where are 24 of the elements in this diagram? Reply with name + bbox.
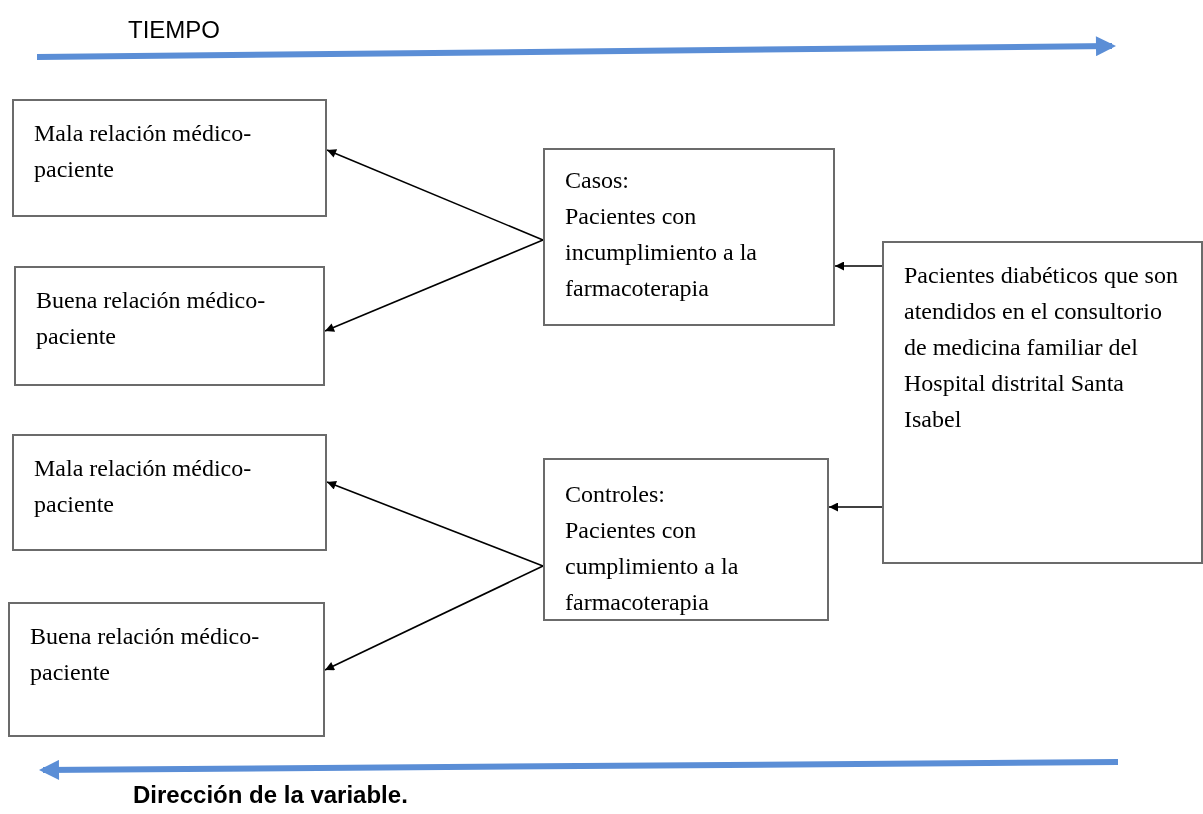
arrow xyxy=(834,261,883,271)
arrow xyxy=(324,565,544,671)
box-text: Mala relación médico-paciente xyxy=(34,119,253,184)
text-box xyxy=(543,148,835,326)
box-text: Pacientes con cumplimiento a la farmacoterapia xyxy=(565,516,740,617)
text-box xyxy=(12,99,327,217)
box-heading: Controles: xyxy=(565,480,666,509)
axis-label: Dirección de la variable. xyxy=(133,781,408,809)
text-box xyxy=(12,434,327,551)
arrow xyxy=(326,149,544,241)
text-box xyxy=(882,241,1203,564)
text-box xyxy=(543,458,829,621)
text-box xyxy=(8,602,325,737)
box-text: Pacientes con incumplimiento a la farmacoterapia xyxy=(565,202,758,303)
box-text: Buena relación médico-paciente xyxy=(30,622,261,687)
arrow xyxy=(828,502,883,512)
box-text: Pacientes diabéticos que son atendidos en el consultorio de medicina familiar del Hospital distrital Santa Isabel xyxy=(904,261,1179,434)
axis-label: TIEMPO xyxy=(128,16,220,44)
box-text: Mala relación médico-paciente xyxy=(34,454,253,519)
box-heading: Casos: xyxy=(565,166,630,195)
text-box xyxy=(14,266,325,386)
arrow xyxy=(324,239,544,332)
box-text: Buena relación médico-paciente xyxy=(36,286,267,351)
arrow xyxy=(326,481,544,567)
